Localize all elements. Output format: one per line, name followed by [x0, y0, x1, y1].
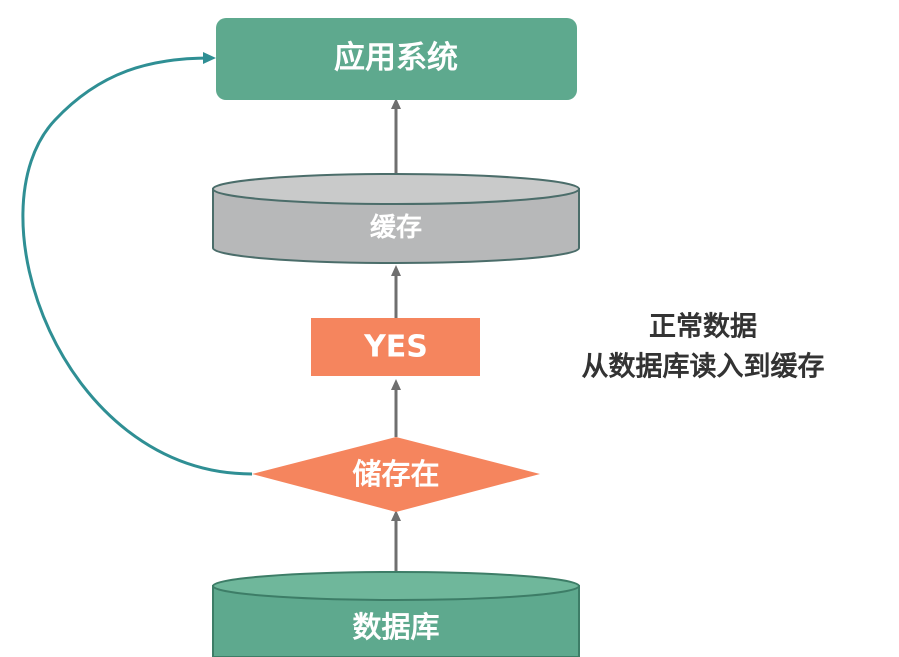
- app-system-node: 应用系统: [216, 18, 577, 100]
- yes-label: YES: [363, 330, 428, 365]
- exists-decision-node: 储存在: [252, 437, 540, 512]
- note-line-1: 正常数据: [649, 312, 757, 343]
- cache-node: 缓存: [212, 173, 580, 264]
- database-node: 数据库: [212, 571, 580, 657]
- side-note: 正常数据 从数据库读入到缓存: [582, 312, 825, 383]
- arrow-exists-to-app-loop: [21, 52, 253, 476]
- cache-label: 缓存: [370, 212, 422, 243]
- yes-node: YES: [311, 318, 480, 376]
- note-line-2: 从数据库读入到缓存: [582, 352, 825, 383]
- app-system-label: 应用系统: [334, 40, 458, 76]
- database-label: 数据库: [352, 610, 439, 644]
- exists-label: 储存在: [352, 457, 439, 491]
